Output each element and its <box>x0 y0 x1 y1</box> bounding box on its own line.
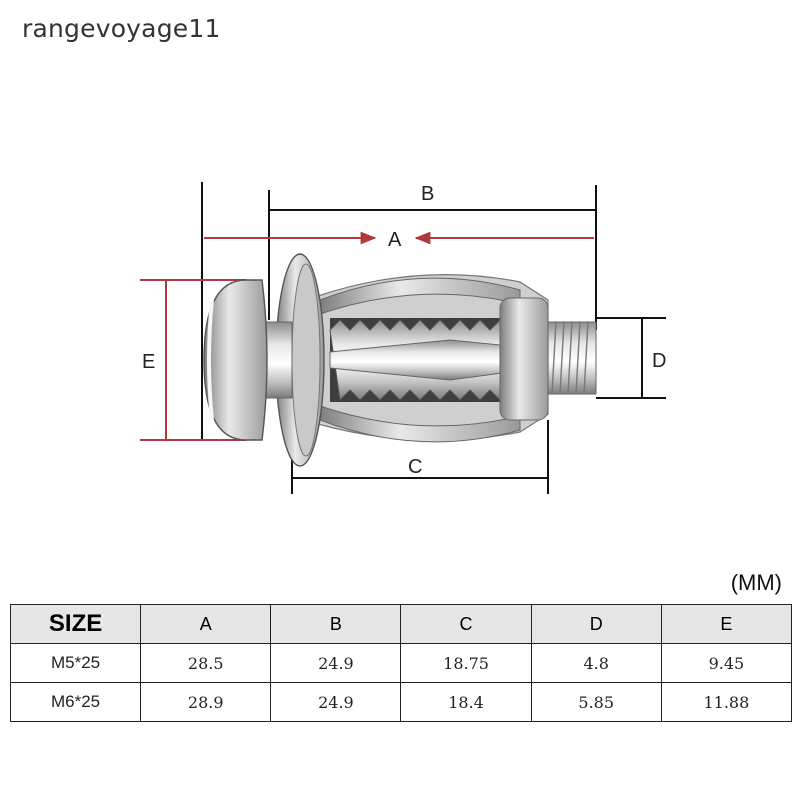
cell-c: 18.75 <box>400 643 532 683</box>
cell-e: 11.88 <box>660 682 793 722</box>
cell-d: 5.85 <box>530 682 662 722</box>
table-row: M5*25 28.5 24.9 18.75 4.8 9.45 <box>9 643 793 683</box>
cell-b: 24.9 <box>270 643 402 683</box>
unit-label: (MM) <box>730 570 782 595</box>
anchor-bolt-diagram: B A E D C <box>140 182 666 494</box>
header-size: SIZE <box>9 604 142 644</box>
dimension-a: A <box>201 182 594 440</box>
dimension-label-b: B <box>421 183 434 205</box>
cell-d: 4.8 <box>530 643 662 683</box>
cell-b: 24.9 <box>270 682 402 722</box>
header-c: C <box>400 604 532 644</box>
header-d: D <box>530 604 662 644</box>
header-a: A <box>140 604 272 644</box>
dimension-label-c: C <box>408 456 422 478</box>
header-b: B <box>270 604 402 644</box>
dimension-label-d: D <box>652 350 666 372</box>
dimension-b: B <box>268 183 597 330</box>
cell-size: M6*25 <box>9 682 142 722</box>
dimension-d: D <box>596 317 666 399</box>
cell-e: 9.45 <box>660 643 793 683</box>
header-e: E <box>660 604 793 644</box>
watermark-text: rangevoyage11 <box>22 14 221 43</box>
cell-c: 18.4 <box>400 682 532 722</box>
cell-size: M5*25 <box>9 643 142 683</box>
dimension-e: E <box>140 279 246 441</box>
cell-a: 28.9 <box>140 682 272 722</box>
cell-a: 28.5 <box>140 643 272 683</box>
dimension-label-e: E <box>142 351 155 373</box>
table-header-row: SIZE A B C D E <box>9 604 793 644</box>
table-row: M6*25 28.9 24.9 18.4 5.85 11.88 <box>9 682 793 722</box>
bolt-illustration <box>203 253 597 467</box>
dimension-label-a: A <box>388 229 402 251</box>
spec-table: SIZE A B C D E M5*25 28.5 24.9 18.75 4.8… <box>9 604 793 722</box>
